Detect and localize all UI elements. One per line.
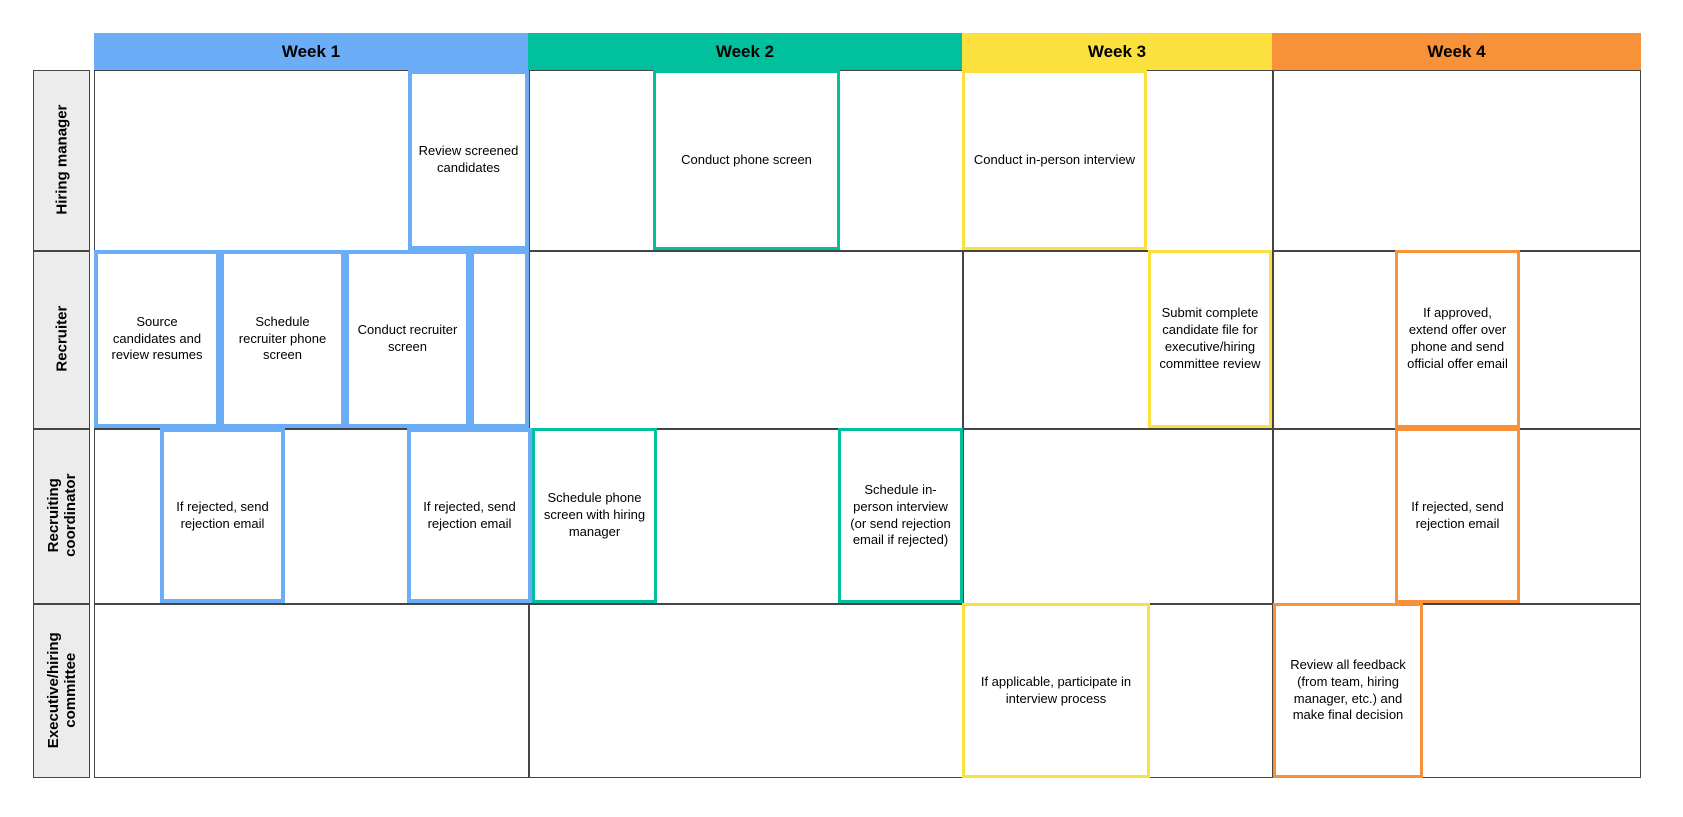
task-label: Schedule recruiter phone screen — [238, 313, 327, 363]
lane-column-separator-3 — [33, 603, 90, 605]
task-submit-candidate-file: Submit complete candidate file for execu… — [1148, 250, 1272, 428]
task-label: Schedule phone screen with hiring manage… — [543, 490, 646, 539]
task-if-rejected-send-rejection-email-1: If rejected, send rejection email — [160, 428, 285, 603]
lane-label-column — [33, 70, 90, 778]
task-review-screened-candidates: Review screened candidates — [408, 70, 529, 250]
task-label: If approved, extend offer over phone and… — [1407, 305, 1508, 371]
week-4-header: Week 4 — [1272, 33, 1641, 70]
task-if-rejected-send-rejection-email-2: If rejected, send rejection email — [407, 428, 532, 603]
task-label: If rejected, send rejection email — [423, 498, 516, 531]
task-label: If applicable, participate in interview … — [980, 673, 1132, 706]
task-label: Review all feedback (from team, hiring m… — [1290, 656, 1406, 723]
grid-line-lane3-lane4 — [94, 603, 1641, 605]
task-schedule-in-person-interview: Schedule in-person interview (or send re… — [838, 428, 963, 603]
task-label: Submit complete candidate file for execu… — [1159, 305, 1261, 371]
task-label: Conduct in-person interview — [973, 151, 1136, 167]
week-1-header: Week 1 — [94, 33, 528, 70]
task-label: Conduct recruiter screen — [357, 322, 458, 354]
lane-column-separator-1 — [33, 250, 90, 252]
grid-line-lane1-lane2 — [94, 250, 1641, 252]
task-label: If rejected, send rejection email — [176, 498, 269, 531]
task-if-approved-extend-offer: If approved, extend offer over phone and… — [1395, 250, 1520, 428]
task-empty-box — [470, 250, 529, 428]
task-conduct-phone-screen: Conduct phone screen — [653, 70, 840, 250]
lane-label-text: Hiring manager — [52, 104, 70, 216]
lane-label-hiring-manager: Hiring manager — [33, 70, 90, 250]
task-if-rejected-send-rejection-email-3: If rejected, send rejection email — [1395, 428, 1520, 603]
task-label: Schedule in-person interview (or send re… — [850, 481, 951, 548]
task-review-all-feedback-final-decision: Review all feedback (from team, hiring m… — [1273, 603, 1423, 778]
lane-label-text: Executive/hiring committee — [44, 632, 79, 749]
task-conduct-in-person-interview: Conduct in-person interview — [962, 70, 1147, 250]
lane-label-text: Recruiter — [52, 306, 70, 372]
week-2-header: Week 2 — [528, 33, 962, 70]
lane-label-text: Recruiting coordinator — [44, 473, 79, 558]
lane-column-separator-2 — [33, 428, 90, 430]
task-label: Conduct phone screen — [681, 151, 812, 167]
task-schedule-phone-screen-with-hiring-manager: Schedule phone screen with hiring manage… — [532, 428, 657, 603]
task-source-candidates-review-resumes: Source candidates and review resumes — [94, 250, 220, 428]
lane-label-recruiter: Recruiter — [33, 250, 90, 428]
grid-line-week3-week4 — [1272, 70, 1274, 778]
task-schedule-recruiter-phone-screen: Schedule recruiter phone screen — [220, 250, 345, 428]
lane-label-recruiting-coordinator: Recruiting coordinator — [33, 428, 90, 603]
task-conduct-recruiter-screen: Conduct recruiter screen — [345, 250, 470, 428]
task-label: Review screened candidates — [418, 143, 519, 175]
task-label: Source candidates and review resumes — [111, 313, 203, 363]
grid-line-week2-week3 — [962, 70, 964, 778]
task-label: If rejected, send rejection email — [1411, 498, 1504, 531]
lane-label-executive-hiring-committee: Executive/hiring committee — [33, 603, 90, 778]
task-if-applicable-participate-interview: If applicable, participate in interview … — [962, 603, 1150, 778]
week-3-header: Week 3 — [962, 33, 1272, 70]
